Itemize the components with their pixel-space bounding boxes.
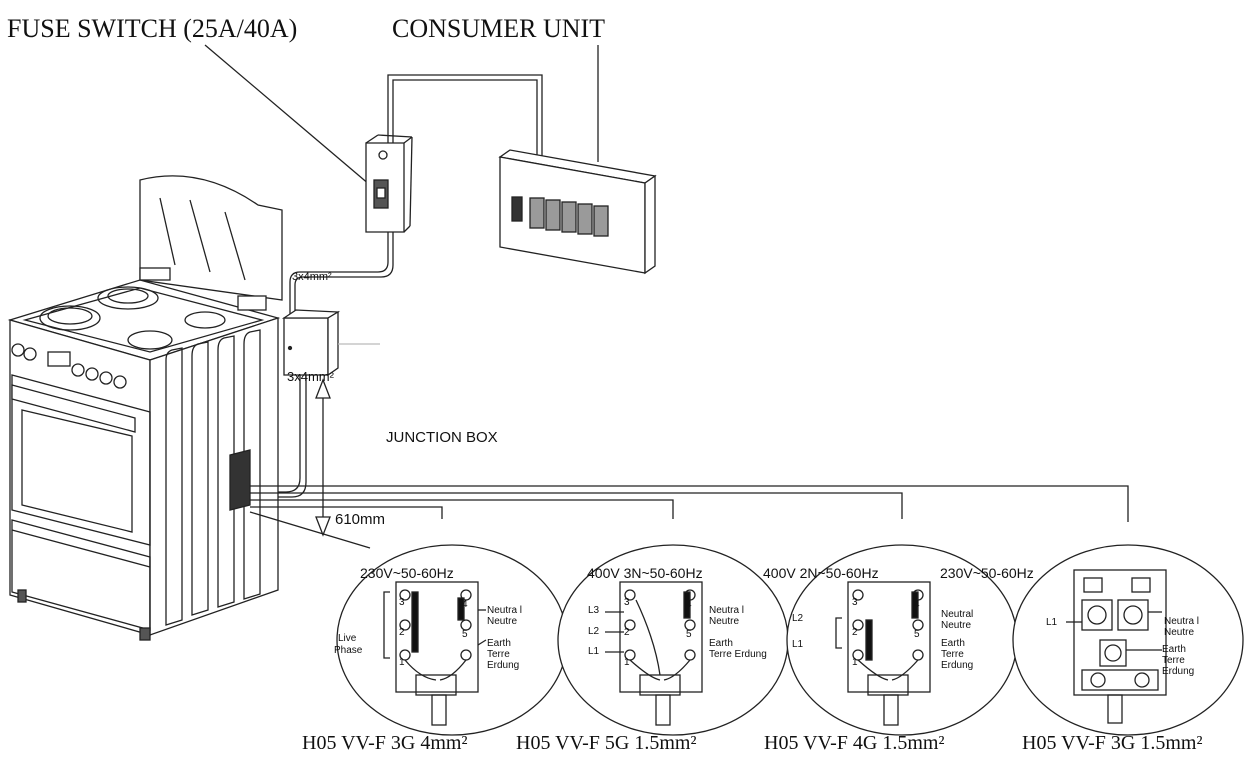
terminal-1-num-4: 4 [462, 599, 468, 610]
terminal-2-right-2: Neutre [709, 616, 740, 627]
terminal-4-right-3: Earth [1162, 644, 1186, 655]
terminal-4-right-4: Terre [1162, 655, 1185, 666]
terminal-1-side-label-2: Phase [334, 645, 363, 656]
terminal-2-right-1: Neutra l [709, 605, 745, 616]
terminal-3-right-4: Terre [941, 649, 964, 660]
terminal-2-num-4: 4 [686, 599, 692, 610]
terminal-2-num-1: 1 [624, 657, 630, 668]
terminal-2-num-5: 5 [686, 629, 692, 640]
terminal-diagram-4 [1012, 544, 1244, 736]
terminal-1-side-label-1: Live [338, 633, 357, 644]
junction-box-label: JUNCTION BOX [386, 429, 498, 446]
terminal-3-right-3: Earth [941, 638, 965, 649]
terminal-3-right-2: Neutre [941, 620, 972, 631]
terminal-2-voltage: 400V 3N~50-60Hz [587, 565, 703, 581]
fuse-leader-line [204, 44, 371, 186]
terminal-4-right-5: Erdung [1162, 666, 1195, 677]
terminal-3-num-5: 5 [914, 629, 920, 640]
terminal-1-right-4: Terre [487, 649, 510, 660]
cable-fuse-to-junction [289, 232, 389, 318]
terminal-1-right-5: Erdung [487, 660, 520, 671]
junction-box [281, 309, 380, 377]
terminal-3-right-5: Erdung [941, 660, 974, 671]
terminal-1-right-2: Neutre [487, 616, 518, 627]
cable-fuse-to-consumer [387, 74, 543, 158]
terminal-4-right-1: Neutra l [1164, 616, 1200, 627]
terminal-4-side-L1: L1 [1046, 617, 1058, 628]
cable-size-upper: 3x4mm² [292, 271, 332, 283]
fuse-switch-box [365, 134, 413, 233]
terminal-3-side-L2: L2 [792, 613, 804, 624]
terminal-3-side-L1: L1 [792, 639, 804, 650]
terminal-diagram-3 [786, 544, 1018, 736]
terminal-diagram-1 [336, 544, 568, 736]
terminal-3-num-3: 3 [852, 597, 858, 608]
terminal-3-right-1: Neutral [941, 609, 974, 620]
terminal-1-right-3: Earth [487, 638, 511, 649]
terminal-2-cable: H05 VV-F 5G 1.5mm² [516, 732, 697, 754]
terminal-1-num-1: 1 [399, 657, 405, 668]
terminal-2-num-3: 3 [624, 597, 630, 608]
consumer-unit-label: CONSUMER UNIT [392, 14, 606, 43]
terminal-1-right-1: Neutra l [487, 605, 523, 616]
terminal-2-right-4: Terre Erdung [709, 649, 767, 660]
terminal-2-right-3: Earth [709, 638, 733, 649]
terminal-cables [249, 485, 1129, 549]
terminal-3-voltage-alt: 230V~50-60Hz [940, 565, 1034, 581]
height-arrow [315, 378, 331, 537]
terminal-1-voltage: 230V~50-60Hz [360, 565, 454, 581]
cable-size-lower: 3x4mm² [287, 369, 334, 384]
terminal-2-side-L2: L2 [588, 626, 600, 637]
cooker [7, 175, 283, 641]
terminal-1-num-3: 3 [399, 597, 405, 608]
terminal-2-side-L1: L1 [588, 646, 600, 657]
terminal-3-num-1: 1 [852, 657, 858, 668]
fuse-switch-label: FUSE SWITCH (25A/40A) [7, 14, 298, 43]
terminal-1-cable: H05 VV-F 3G 4mm² [302, 732, 468, 754]
terminal-4-right-2: Neutre [1164, 627, 1195, 638]
terminal-1-num-2: 2 [399, 627, 405, 638]
terminal-2-num-2: 2 [624, 627, 630, 638]
terminal-3-voltage: 400V 2N~50-60Hz [763, 565, 879, 581]
terminal-1-num-5: 5 [462, 629, 468, 640]
cable-junction-to-cooker [258, 375, 301, 493]
terminal-diagram-2 [557, 544, 789, 736]
terminal-3-num-2: 2 [852, 627, 858, 638]
terminal-4-cable: H05 VV-F 3G 1.5mm² [1022, 732, 1203, 754]
consumer-unit-box [498, 149, 657, 275]
height-label: 610mm [335, 511, 386, 528]
terminal-3-num-4: 4 [914, 599, 920, 610]
terminal-2-side-L3: L3 [588, 605, 600, 616]
terminal-3-cable: H05 VV-F 4G 1.5mm² [764, 732, 945, 754]
